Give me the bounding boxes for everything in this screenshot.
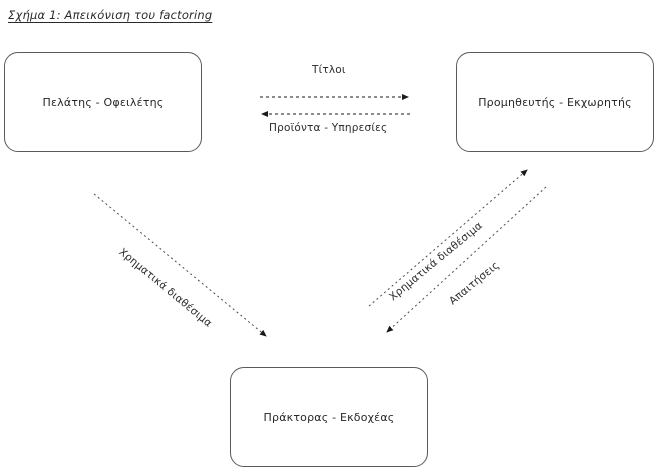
edge-label-titles: Τίτλοι bbox=[312, 64, 346, 76]
node-factor-label: Πράκτορας - Εκδοχέας bbox=[263, 410, 395, 424]
edge-label-receivables: Απαιτήσεις bbox=[447, 259, 502, 308]
arrow-receivables-supplier-to-factor bbox=[386, 186, 547, 333]
node-supplier[interactable]: Προμηθευτής - Εκχωρητής bbox=[456, 52, 654, 152]
arrow-funds-factor-to-supplier bbox=[368, 169, 528, 307]
node-factor[interactable]: Πράκτορας - Εκδοχέας bbox=[230, 367, 428, 467]
edge-label-products-services: Προϊόντα - Υπηρεσίες bbox=[269, 122, 388, 134]
figure-title: Σχήμα 1: Απεικόνιση του factoring bbox=[8, 8, 213, 22]
node-customer-label: Πελάτης - Οφειλέτης bbox=[42, 95, 164, 109]
edge-label-funds-customer-to-factor: Χρηματικά διαθέσιμα bbox=[116, 246, 215, 330]
arrow-funds-customer-to-factor bbox=[93, 193, 267, 337]
node-supplier-label: Προμηθευτής - Εκχωρητής bbox=[478, 95, 632, 109]
node-customer[interactable]: Πελάτης - Οφειλέτης bbox=[4, 52, 202, 152]
